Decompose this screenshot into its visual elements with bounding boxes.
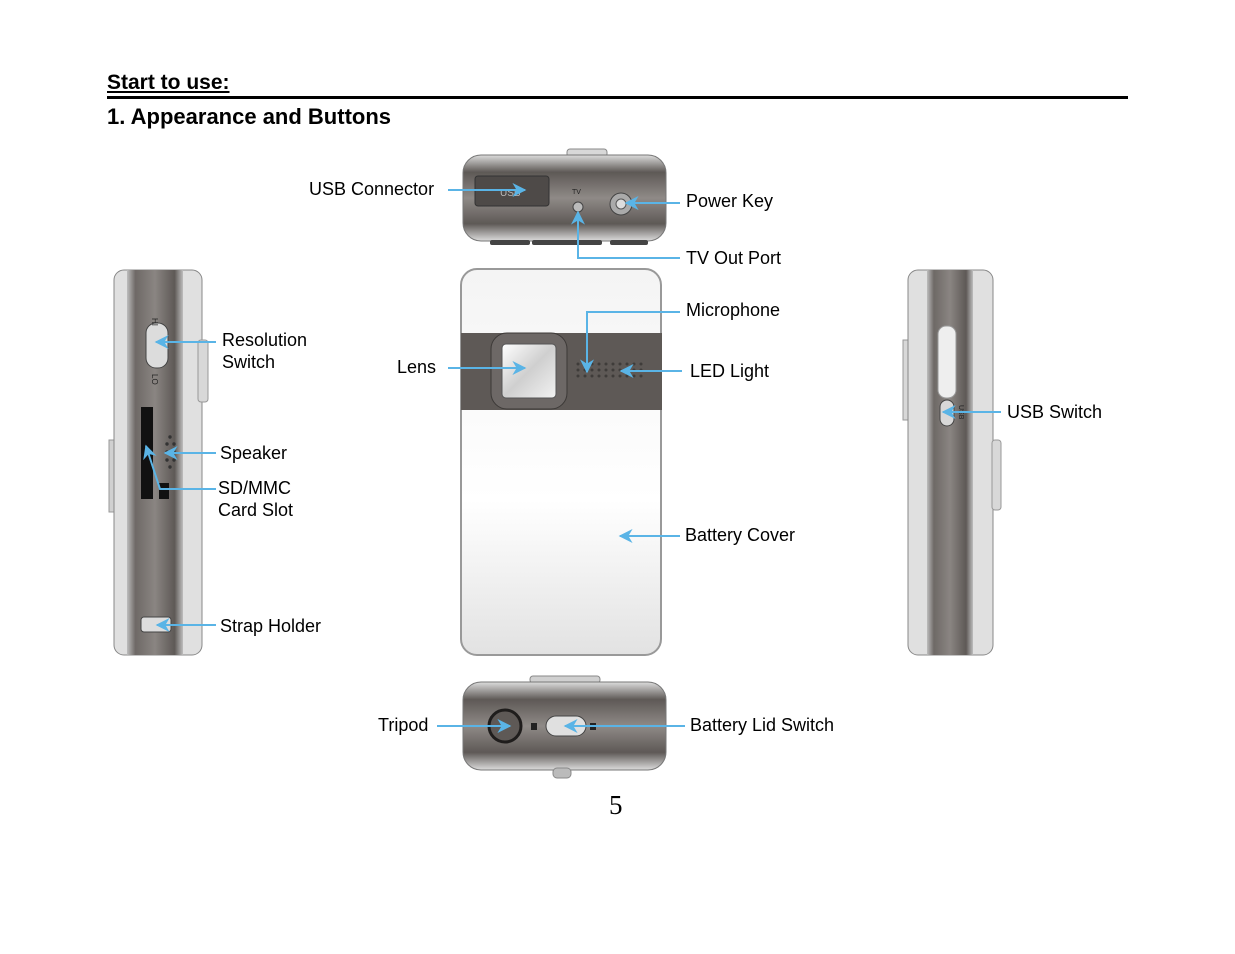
right-side-button: [991, 439, 1002, 511]
label-usb-connector: USB Connector: [309, 179, 435, 199]
label-power-key: Power Key: [686, 191, 774, 211]
left-side-button: [197, 339, 209, 403]
label-led-light: LED Light: [690, 361, 770, 381]
lens-glass: [501, 343, 557, 399]
sd-card-slot: [141, 407, 153, 499]
usb-port-marking: USB: [500, 188, 521, 199]
resolution-switch-slider: [145, 322, 169, 369]
right-side-window: [937, 325, 957, 399]
power-symbol-icon: [615, 198, 627, 210]
callout-tv-out-port: [571, 210, 680, 259]
sd-card-slot-notch: [159, 483, 169, 499]
section-title: Start to use:: [107, 71, 230, 94]
tv-port-marking: TV: [572, 189, 581, 196]
label-lens: Lens: [397, 357, 437, 377]
subsection-title: 1. Appearance and Buttons: [107, 104, 392, 129]
label-tripod: Tripod: [378, 715, 429, 735]
label-usb-switch: USB Switch: [1007, 402, 1103, 422]
label-sd-mmc-card-slot: SD/MMC Card Slot: [218, 478, 294, 520]
top-foot: [532, 240, 602, 245]
label-strap-holder: Strap Holder: [220, 616, 322, 636]
label-tv-out-port: TV Out Port: [686, 248, 782, 268]
front-shell: [460, 268, 662, 656]
right-side-view: USB: [902, 269, 1002, 656]
callout-microphone: [580, 311, 680, 374]
label-resolution-switch: Resolution Switch: [222, 330, 308, 372]
left-side-view: HI LO: [108, 269, 209, 656]
top-foot: [490, 240, 530, 245]
top-foot: [610, 240, 648, 245]
front-view: [460, 268, 662, 656]
label-speaker: Speaker: [220, 443, 288, 463]
callout-lines: [143, 183, 1001, 733]
top-view: USB TV: [462, 148, 667, 245]
bottom-foot: [552, 767, 572, 779]
resolution-hi-marking: HI: [150, 318, 159, 326]
section-rule: [107, 96, 1128, 99]
resolution-lo-marking: LO: [150, 374, 159, 385]
label-microphone: Microphone: [686, 300, 781, 320]
label-battery-lid-switch: Battery Lid Switch: [690, 715, 835, 735]
label-battery-cover: Battery Cover: [685, 525, 796, 545]
unlock-icon: [531, 723, 537, 730]
callout-sd-card-slot: [143, 444, 216, 490]
page-number: 5: [609, 790, 623, 820]
tv-out-jack: [572, 201, 584, 213]
